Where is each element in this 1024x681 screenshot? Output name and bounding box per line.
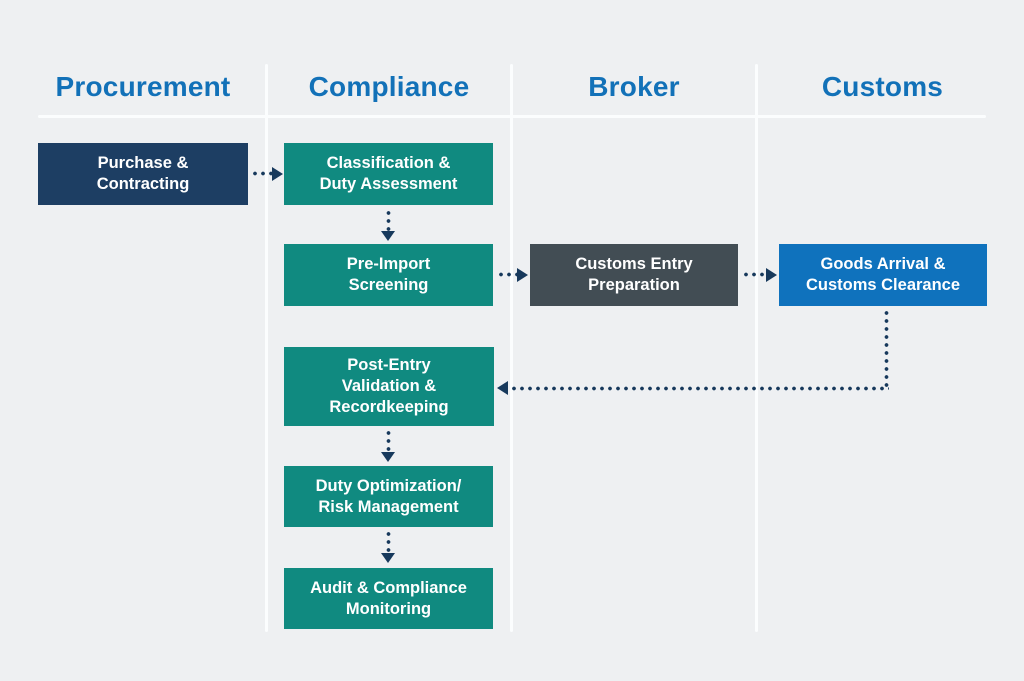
arrow-goodsarrival-to-postentry-head-icon xyxy=(497,381,508,395)
column-header-broker: Broker xyxy=(588,71,680,102)
column-divider-broker-customs xyxy=(755,64,758,632)
node-classification-duty-assessment: Classification & Duty Assessment xyxy=(284,143,493,205)
node-customs-entry-preparation: Customs Entry Preparation xyxy=(530,244,738,306)
node-pre-import-screening-label: Pre-Import Screening xyxy=(346,255,431,294)
arrow-dutyopt-to-audit-line xyxy=(386,530,391,554)
node-customs-entry-preparation-label: Customs Entry Preparation xyxy=(575,255,693,294)
column-header-compliance: Compliance xyxy=(308,71,470,102)
column-header-customs: Customs xyxy=(821,71,944,102)
node-goods-arrival-customs-clearance-label: Goods Arrival & Customs Clearance xyxy=(805,255,961,294)
arrow-classification-to-preimport-head-icon xyxy=(381,231,395,241)
arrow-classification-to-preimport-line xyxy=(386,209,391,232)
node-duty-optimization-risk-management-label: Duty Optimization/ Risk Management xyxy=(315,476,462,516)
column-divider-compliance-broker xyxy=(510,64,513,632)
node-purchase-contracting: Purchase & Contracting xyxy=(38,143,248,205)
node-classification-duty-assessment-label: Classification & Duty Assessment xyxy=(319,154,458,193)
node-duty-optimization-risk-management: Duty Optimization/ Risk Management xyxy=(284,466,493,527)
node-pre-import-screening: Pre-Import Screening xyxy=(284,244,493,306)
node-post-entry-validation-recordkeeping-label: Post-Entry Validation & Recordkeeping xyxy=(329,356,449,416)
node-goods-arrival-customs-clearance: Goods Arrival & Customs Clearance xyxy=(779,244,987,306)
arrow-customsentry-to-goodsarrival-head-icon xyxy=(766,268,777,282)
arrow-preimport-to-customsentry-head-icon xyxy=(517,268,528,282)
node-audit-compliance-monitoring: Audit & Compliance Monitoring xyxy=(284,568,493,629)
arrow-postentry-to-dutyopt-line xyxy=(386,429,391,453)
column-header-procurement: Procurement xyxy=(55,71,231,102)
node-audit-compliance-monitoring-label: Audit & Compliance Monitoring xyxy=(310,578,467,618)
arrow-customsentry-to-goodsarrival-line xyxy=(742,272,766,277)
arrow-purchase-to-classification-head-icon xyxy=(272,167,283,181)
node-purchase-contracting-label: Purchase & Contracting xyxy=(96,154,190,193)
arrow-preimport-to-customsentry-line xyxy=(497,272,517,277)
arrow-dutyopt-to-audit-head-icon xyxy=(381,553,395,563)
arrow-postentry-to-dutyopt-head-icon xyxy=(381,452,395,462)
column-divider-procurement-compliance xyxy=(265,64,268,632)
node-post-entry-validation-recordkeeping: Post-Entry Validation & Recordkeeping xyxy=(284,347,494,426)
arrow-goodsarrival-to-postentry-horizontal-line xyxy=(510,386,889,391)
arrow-goodsarrival-to-postentry-vertical-line xyxy=(884,309,889,391)
arrow-purchase-to-classification-line xyxy=(251,171,272,176)
